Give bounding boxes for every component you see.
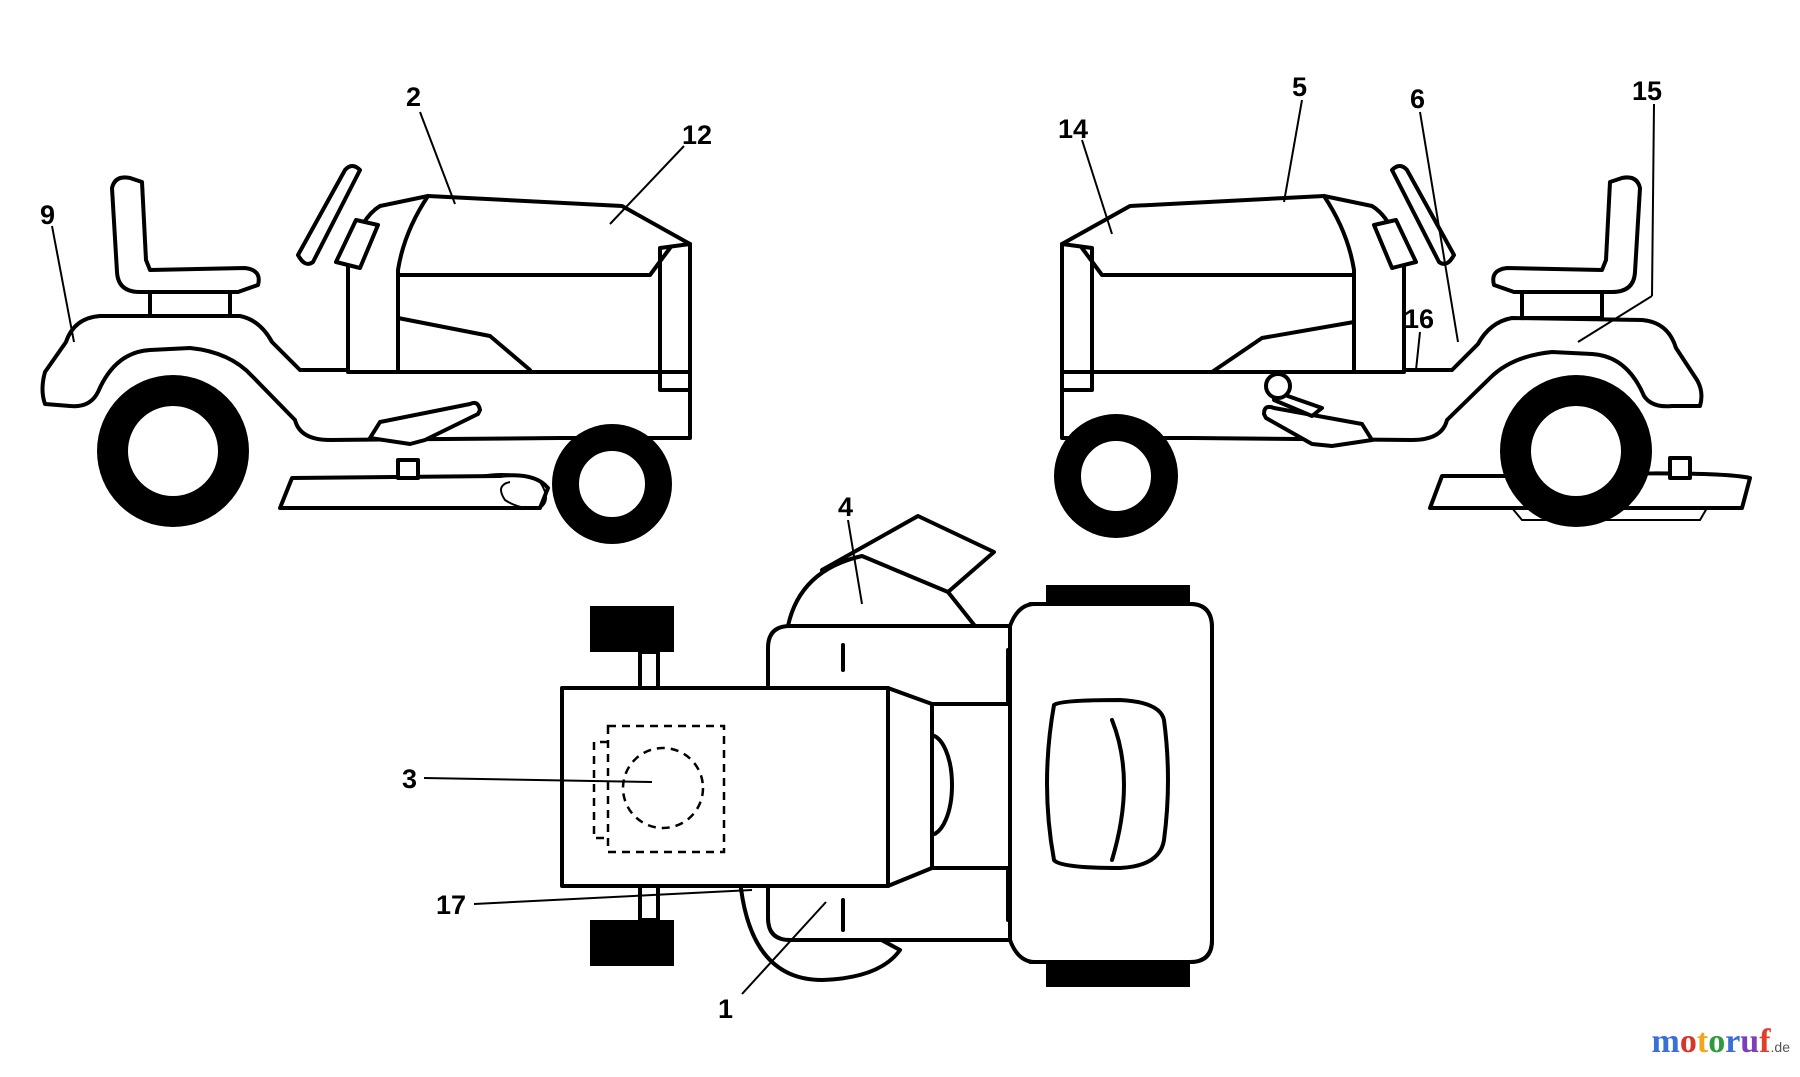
watermark-letter: f [1759, 1023, 1771, 1060]
leader-9 [51, 225, 75, 343]
seat-left [110, 175, 261, 294]
watermark-name: motoruf [1652, 1023, 1771, 1060]
tractor-left-side-view [40, 164, 692, 544]
hood-side-line-right [1080, 246, 1356, 277]
watermark-letter: r [1725, 1023, 1741, 1060]
deck-hanger-left [396, 458, 420, 480]
callout-3: 3 [402, 764, 417, 794]
leader-14 [1081, 139, 1113, 235]
steering-wheel-left [296, 164, 362, 266]
mower-deck-left [278, 473, 550, 510]
footrest-pedal-right [1262, 404, 1374, 448]
leader-17 [473, 889, 753, 905]
hood-lower-line-right [1210, 320, 1356, 374]
front-axle-lower [638, 882, 660, 922]
deck-chute-left [479, 473, 547, 510]
leader-6 [1419, 111, 1459, 343]
hood-grille-right [1060, 242, 1094, 392]
seat-top [1045, 698, 1170, 870]
watermark-suffix: .de [1770, 1039, 1790, 1055]
callout-1: 1 [718, 994, 733, 1024]
footrest-pedal-left [368, 400, 482, 446]
tractor-top-view [560, 514, 1214, 987]
leader-1 [741, 901, 827, 995]
leader-2 [419, 111, 456, 205]
watermark-letter: o [1708, 1023, 1726, 1060]
leader-4 [847, 519, 863, 605]
callout-17: 17 [436, 890, 466, 920]
deck-skirt-right [1511, 507, 1708, 521]
steering-wheel-right [1390, 164, 1456, 266]
steering-column-left [334, 218, 380, 270]
callout-numbers: 9 2 12 14 5 6 15 16 4 3 17 1 [40, 72, 1662, 1024]
steering-column-right [1372, 218, 1418, 270]
leader-16 [1415, 331, 1421, 371]
tractor-right-side-view [1054, 164, 1752, 538]
callout-15: 15 [1632, 76, 1662, 106]
callout-12: 12 [682, 120, 712, 150]
callout-6: 6 [1410, 84, 1425, 114]
seat-base-right [1520, 290, 1604, 320]
watermark-letter: u [1740, 1023, 1760, 1060]
lift-lever-knob-right [1264, 372, 1292, 400]
engine-side-dashed [592, 740, 608, 840]
seat-base-left [148, 290, 232, 318]
rear-hub-left [126, 404, 220, 498]
front-axle-upper [638, 650, 660, 690]
callout-14: 14 [1058, 114, 1088, 144]
site-watermark: motoruf.de [1652, 1023, 1790, 1061]
deck-hanger-right [1668, 456, 1692, 480]
hood-top [560, 686, 934, 888]
leader-3 [423, 777, 653, 783]
front-hub-left [577, 449, 647, 519]
hood-front-line-right [1322, 194, 1356, 374]
leader-lines [51, 99, 1655, 995]
leader-15a [1651, 103, 1655, 297]
watermark-letter: o [1679, 1023, 1697, 1060]
callout-5: 5 [1292, 72, 1307, 102]
front-tire-top-upper [590, 606, 674, 652]
seat-back-top [1110, 718, 1126, 862]
front-hub-right [1079, 439, 1153, 513]
hood-grille-left [658, 242, 692, 392]
callout-4: 4 [838, 492, 853, 522]
rear-fender-left [40, 314, 692, 442]
leader-12 [609, 145, 685, 225]
engine-outline-top [606, 724, 726, 854]
leader-15b [1577, 295, 1653, 343]
watermark-letter: m [1651, 1023, 1680, 1060]
rear-hub-right [1529, 404, 1623, 498]
callout-16: 16 [1404, 304, 1434, 334]
leader-5 [1283, 99, 1303, 203]
hood-front-line-left [396, 194, 430, 374]
engine-flywheel-dashed [621, 746, 705, 830]
front-tire-top-lower [590, 920, 674, 966]
rear-fender-right [1060, 316, 1704, 442]
hood-lower-line-left [396, 316, 532, 372]
watermark-letter: t [1696, 1023, 1709, 1060]
mower-deck-top [786, 554, 977, 628]
hood-side-line-left [396, 246, 672, 277]
seat-right [1491, 175, 1642, 294]
callout-9: 9 [40, 200, 55, 230]
callout-2: 2 [406, 82, 421, 112]
